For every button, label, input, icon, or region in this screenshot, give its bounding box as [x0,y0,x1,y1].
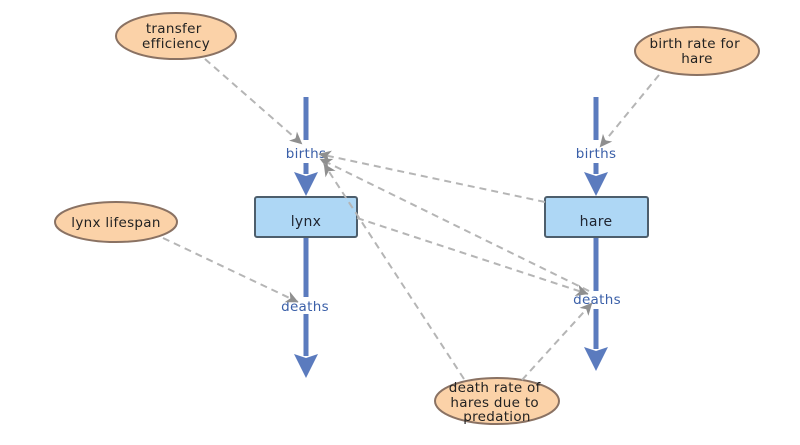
flow-lynx-deaths[interactable] [294,237,318,378]
flow-arrowhead-icon [584,172,608,196]
converter-lynx-lifespan[interactable]: lynx lifespan [54,201,178,243]
converter-birth-rate-for-hare-label: birth rate for hare [649,36,744,67]
link-hare-deaths-to-lynx-births[interactable] [319,158,590,292]
stock-lynx[interactable]: lynx [254,196,358,238]
converter-ellipse [434,377,560,425]
converter-lynx-lifespan-label: lynx lifespan [71,215,160,231]
flow-hare-deaths[interactable] [584,237,608,371]
flow-hare-births-label[interactable]: births [576,146,617,162]
link-birth-rate-to-hare-births[interactable] [599,74,660,148]
link-death-rate-to-lynx-births[interactable] [323,163,465,380]
converter-transfer-efficiency-label: transfer efficiency [142,21,210,52]
link-transfer-efficiency-to-lynx-births[interactable] [204,58,303,145]
flow-hare-births[interactable] [584,97,608,196]
flow-lynx-births[interactable] [294,97,318,196]
link-lynx-lifespan-to-lynx-deaths[interactable] [162,237,299,303]
converter-ellipse [634,26,760,76]
link-hare-to-lynx-births[interactable] [318,150,546,203]
converter-ellipse [115,12,237,60]
stock-lynx-box [254,196,358,238]
converter-transfer-efficiency[interactable]: transfer efficiency [115,12,237,60]
link-death-rate-to-hare-deaths[interactable] [521,302,593,381]
flow-lynx-births-label[interactable]: births [286,146,327,162]
link-lynx-to-hare-deaths[interactable] [356,217,589,296]
flow-lynx-deaths-label[interactable]: deaths [281,299,329,315]
converter-birth-rate-for-hare[interactable]: birth rate for hare [634,26,760,76]
flow-arrowhead-icon [584,347,608,371]
stock-hare-box [544,196,649,238]
flow-arrowhead-icon [294,172,318,196]
flow-hare-deaths-label[interactable]: deaths [573,292,621,308]
stock-lynx-label: lynx [291,214,322,230]
converter-death-rate-predation[interactable]: death rate of hares due to predation [434,377,560,425]
flow-arrowhead-icon [294,354,318,378]
stock-hare[interactable]: hare [544,196,649,238]
converter-ellipse [54,201,178,243]
stock-hare-label: hare [580,214,613,230]
converter-death-rate-predation-label: death rate of hares due to predation [449,380,546,425]
